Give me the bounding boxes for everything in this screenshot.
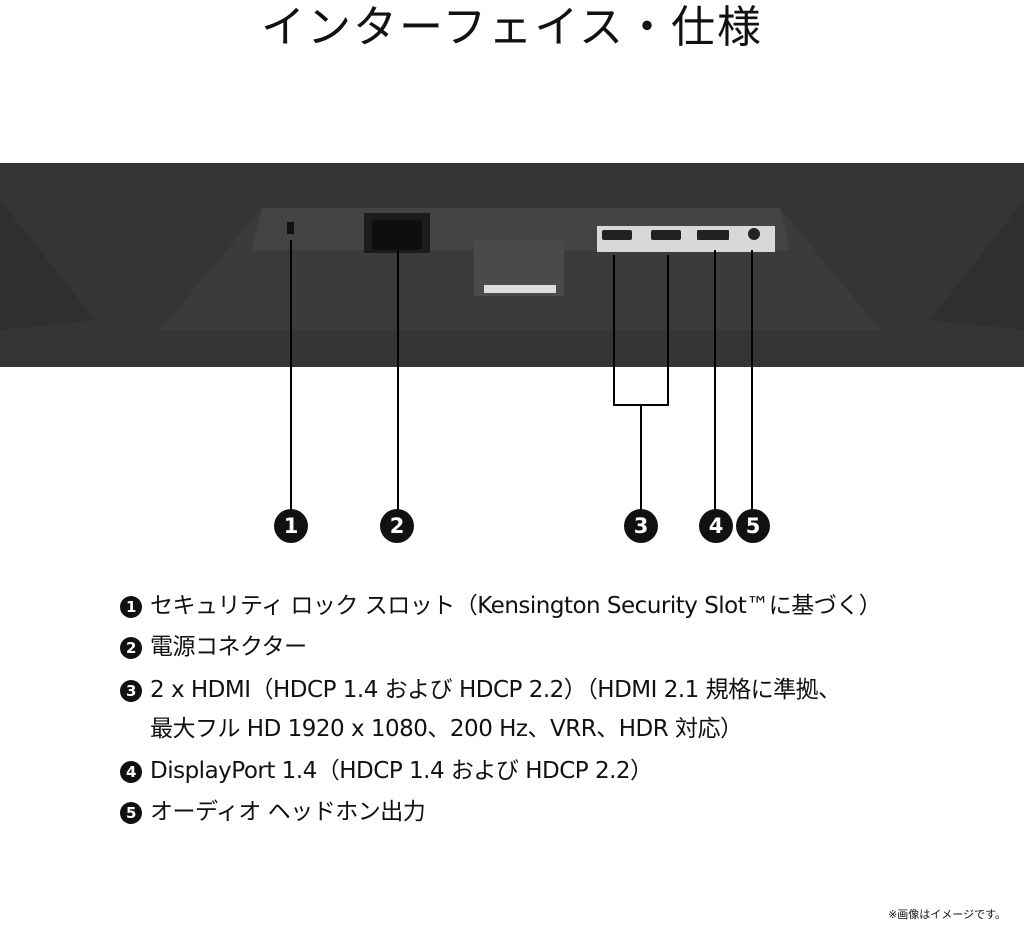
leader-lines — [290, 240, 753, 510]
spec-text: DisplayPort 1.4（HDCP 1.4 および HDCP 2.2） — [150, 758, 653, 784]
spec-number: 4 — [120, 761, 142, 783]
callout-3: 3 — [624, 509, 658, 543]
spec-text: 2 x HDMI（HDCP 1.4 および HDCP 2.2）（HDMI 2.1… — [150, 677, 841, 703]
spec-number: 1 — [120, 596, 142, 618]
spec-text: セキュリティ ロック スロット（Kensington Security Slot… — [150, 593, 882, 619]
spec-text: 最大フル HD 1920 x 1080、200 Hz、VRR、HDR 対応） — [150, 716, 743, 742]
callout-2: 2 — [380, 509, 414, 543]
spec-number: 3 — [120, 680, 142, 702]
spec-number: 2 — [120, 637, 142, 659]
displayport-port — [697, 230, 729, 240]
spec-item-power: 2 電源コネクター — [120, 632, 307, 662]
audio-jack — [748, 228, 760, 240]
monitor-rear-ports-illustration — [0, 163, 1024, 510]
spec-number: 5 — [120, 802, 142, 824]
spec-text: 電源コネクター — [150, 634, 307, 660]
spec-item-hdmi: 3 2 x HDMI（HDCP 1.4 および HDCP 2.2）（HDMI 2.… — [120, 675, 841, 705]
hdmi-port-1 — [602, 230, 632, 240]
image-disclaimer: ※画像はイメージです。 — [888, 908, 1006, 921]
spec-item-displayport: 4 DisplayPort 1.4（HDCP 1.4 および HDCP 2.2） — [120, 756, 653, 786]
hdmi-port-2 — [651, 230, 681, 240]
callout-5: 5 — [736, 509, 770, 543]
spec-item-security-slot: 1 セキュリティ ロック スロット（Kensington Security Slo… — [120, 591, 882, 621]
spec-item-hdmi-continued: 最大フル HD 1920 x 1080、200 Hz、VRR、HDR 対応） — [150, 714, 743, 744]
spec-item-audio: 5 オーディオ ヘッドホン出力 — [120, 797, 426, 827]
page-title: インターフェイス・仕様 — [260, 2, 764, 53]
security-slot — [287, 222, 294, 234]
callout-4: 4 — [699, 509, 733, 543]
callout-1: 1 — [274, 509, 308, 543]
spec-text: オーディオ ヘッドホン出力 — [150, 799, 426, 825]
